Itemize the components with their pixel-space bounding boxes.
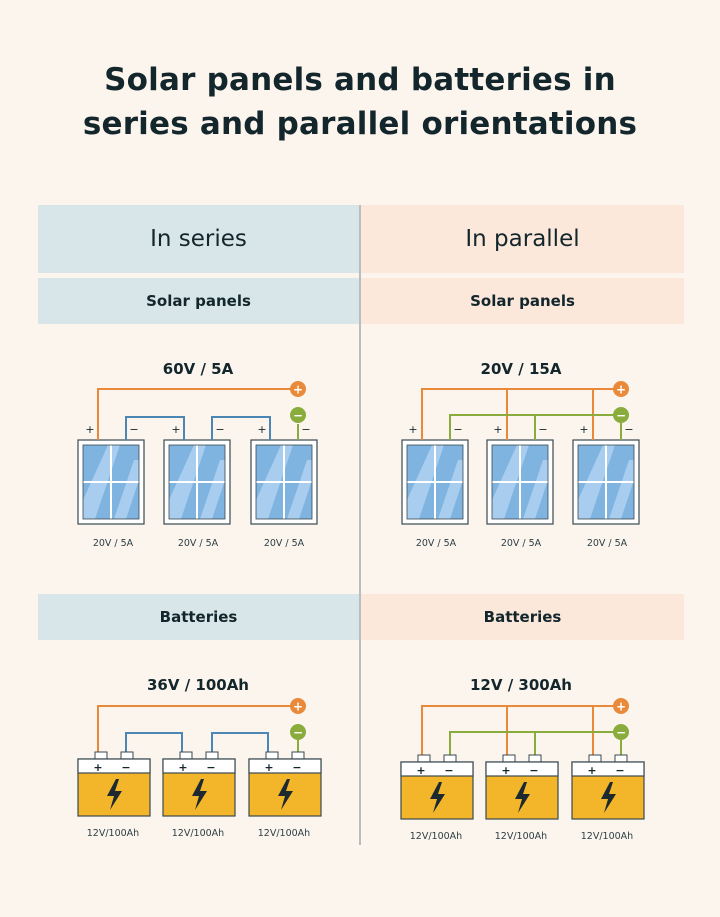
series-batteries-rating: 36V / 100Ah xyxy=(146,676,249,694)
title-line-2: series and parallel orientations xyxy=(82,106,638,142)
svg-text:+: + xyxy=(171,423,180,436)
series-panels-rating: 60V / 5A xyxy=(162,360,234,378)
parallel-panels-label: Solar panels xyxy=(470,292,575,310)
series-panels-label: Solar panels xyxy=(146,292,251,310)
svg-text:−: − xyxy=(293,726,303,740)
series-panel-3 xyxy=(250,439,318,525)
parallel-battery-3-label: 12V/100Ah xyxy=(580,831,634,842)
parallel-battery-1 xyxy=(400,754,474,820)
svg-text:−: − xyxy=(215,423,224,436)
svg-text:−: − xyxy=(615,764,624,777)
svg-text:+: + xyxy=(587,764,596,777)
series-header-label: In series xyxy=(150,226,247,252)
parallel-batteries-rating: 12V / 300Ah xyxy=(469,676,572,694)
series-panels-negative-terminal: − xyxy=(290,407,306,423)
svg-text:−: − xyxy=(453,423,462,436)
title-line-1: Solar panels and batteries in xyxy=(104,62,616,98)
series-panel-3-label: 20V / 5A xyxy=(263,538,305,549)
svg-text:−: − xyxy=(538,423,547,436)
parallel-battery-3 xyxy=(571,754,645,820)
svg-text:−: − xyxy=(129,423,138,436)
svg-text:−: − xyxy=(529,764,538,777)
series-battery-2-label: 12V/100Ah xyxy=(171,828,225,839)
series-panels-band: Solar panels xyxy=(38,278,359,324)
parallel-panel-2-label: 20V / 5A xyxy=(500,538,542,549)
svg-text:+: + xyxy=(293,700,303,714)
svg-text:+: + xyxy=(293,383,303,397)
series-panel-1-label: 20V / 5A xyxy=(92,538,134,549)
series-batteries-band: Batteries xyxy=(38,594,359,640)
series-header: In series xyxy=(38,205,359,273)
series-batteries-label: Batteries xyxy=(159,608,238,626)
svg-text:−: − xyxy=(444,764,453,777)
svg-text:−: − xyxy=(301,423,310,436)
parallel-battery-2-label: 12V/100Ah xyxy=(494,831,548,842)
svg-text:+: + xyxy=(493,423,502,436)
parallel-panel-3 xyxy=(572,439,640,525)
parallel-battery-2 xyxy=(485,754,559,820)
svg-text:−: − xyxy=(293,409,303,423)
parallel-panel-2 xyxy=(486,439,554,525)
parallel-batteries-positive-terminal: + xyxy=(613,698,629,714)
series-battery-2 xyxy=(162,751,236,817)
series-panels-positive-terminal: + xyxy=(290,381,306,397)
svg-text:−: − xyxy=(121,761,130,774)
parallel-panels-band: Solar panels xyxy=(361,278,684,324)
svg-text:+: + xyxy=(416,764,425,777)
parallel-panel-3-label: 20V / 5A xyxy=(586,538,628,549)
series-battery-3 xyxy=(248,751,322,817)
series-battery-1 xyxy=(77,751,151,817)
svg-text:+: + xyxy=(178,761,187,774)
parallel-panel-1-label: 20V / 5A xyxy=(415,538,457,549)
svg-text:+: + xyxy=(579,423,588,436)
series-batteries-negative-terminal: − xyxy=(290,724,306,740)
parallel-panels-positive-terminal: + xyxy=(613,381,629,397)
svg-text:−: − xyxy=(616,409,626,423)
series-panel-2 xyxy=(163,439,231,525)
series-panel-1 xyxy=(77,439,145,525)
parallel-batteries-band: Batteries xyxy=(361,594,684,640)
series-panel-2-label: 20V / 5A xyxy=(177,538,219,549)
svg-text:−: − xyxy=(624,423,633,436)
parallel-header: In parallel xyxy=(361,205,684,273)
svg-text:−: − xyxy=(206,761,215,774)
svg-text:+: + xyxy=(408,423,417,436)
svg-text:+: + xyxy=(501,764,510,777)
svg-text:+: + xyxy=(616,700,626,714)
svg-text:−: − xyxy=(616,726,626,740)
parallel-batteries-negative-terminal: − xyxy=(613,724,629,740)
column-divider xyxy=(359,205,361,845)
svg-text:+: + xyxy=(257,423,266,436)
parallel-header-label: In parallel xyxy=(465,226,580,252)
svg-text:+: + xyxy=(93,761,102,774)
parallel-panel-1 xyxy=(401,439,469,525)
page-title: Solar panels and batteries in series and… xyxy=(0,58,720,146)
svg-text:+: + xyxy=(616,383,626,397)
parallel-panels-negative-terminal: − xyxy=(613,407,629,423)
series-batteries-positive-terminal: + xyxy=(290,698,306,714)
parallel-panels-rating: 20V / 15A xyxy=(480,360,562,378)
svg-text:−: − xyxy=(292,761,301,774)
series-battery-3-label: 12V/100Ah xyxy=(257,828,311,839)
series-battery-1-label: 12V/100Ah xyxy=(86,828,140,839)
svg-text:+: + xyxy=(85,423,94,436)
svg-text:+: + xyxy=(264,761,273,774)
parallel-batteries-label: Batteries xyxy=(483,608,562,626)
parallel-battery-1-label: 12V/100Ah xyxy=(409,831,463,842)
